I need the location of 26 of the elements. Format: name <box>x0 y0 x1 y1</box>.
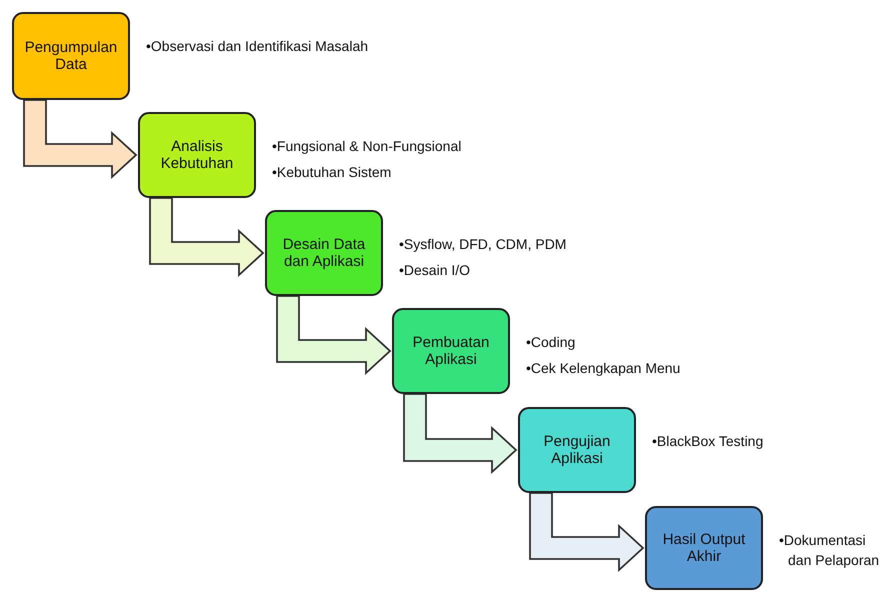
bent-arrow <box>23 99 138 180</box>
bent-arrow <box>276 295 392 376</box>
process-box <box>12 12 130 100</box>
process-box <box>138 112 256 198</box>
box-label: Desain Data dan Aplikasi <box>282 236 366 270</box>
bent-arrow <box>403 393 518 474</box>
bullet-text: •Kebutuhan Sistem <box>272 163 392 182</box>
bent-arrow <box>149 197 264 278</box>
bullet-text: •Fungsional & Non-Fungsional <box>272 137 462 156</box>
bullet-text: •BlackBox Testing <box>652 432 764 451</box>
bullet-text: •Desain I/O <box>399 261 472 280</box>
box-label: Pengujian Aplikasi <box>542 433 612 467</box>
bullet-text: •Cek Kelengkapan Menu <box>526 359 682 378</box>
box-label: Hasil Output Akhir <box>662 531 746 565</box>
box-label: Analisis Kebutuhan <box>160 138 234 172</box>
process-box <box>645 506 763 590</box>
bullet-text: •Sysflow, DFD, CDM, PDM <box>399 235 568 254</box>
process-box <box>518 407 636 493</box>
box-label: Pembuatan Aplikasi <box>412 334 490 368</box>
process-box <box>265 210 383 296</box>
bullet-text: •Dokumentasi dan Pelaporan <box>779 531 880 570</box>
box-label: Pengumpulan Data <box>24 39 118 73</box>
bullet-text: •Observasi dan Identifikasi Masalah <box>146 37 370 56</box>
bent-arrow <box>529 492 644 572</box>
bullet-text: •Coding <box>526 333 576 352</box>
process-box <box>392 308 510 394</box>
